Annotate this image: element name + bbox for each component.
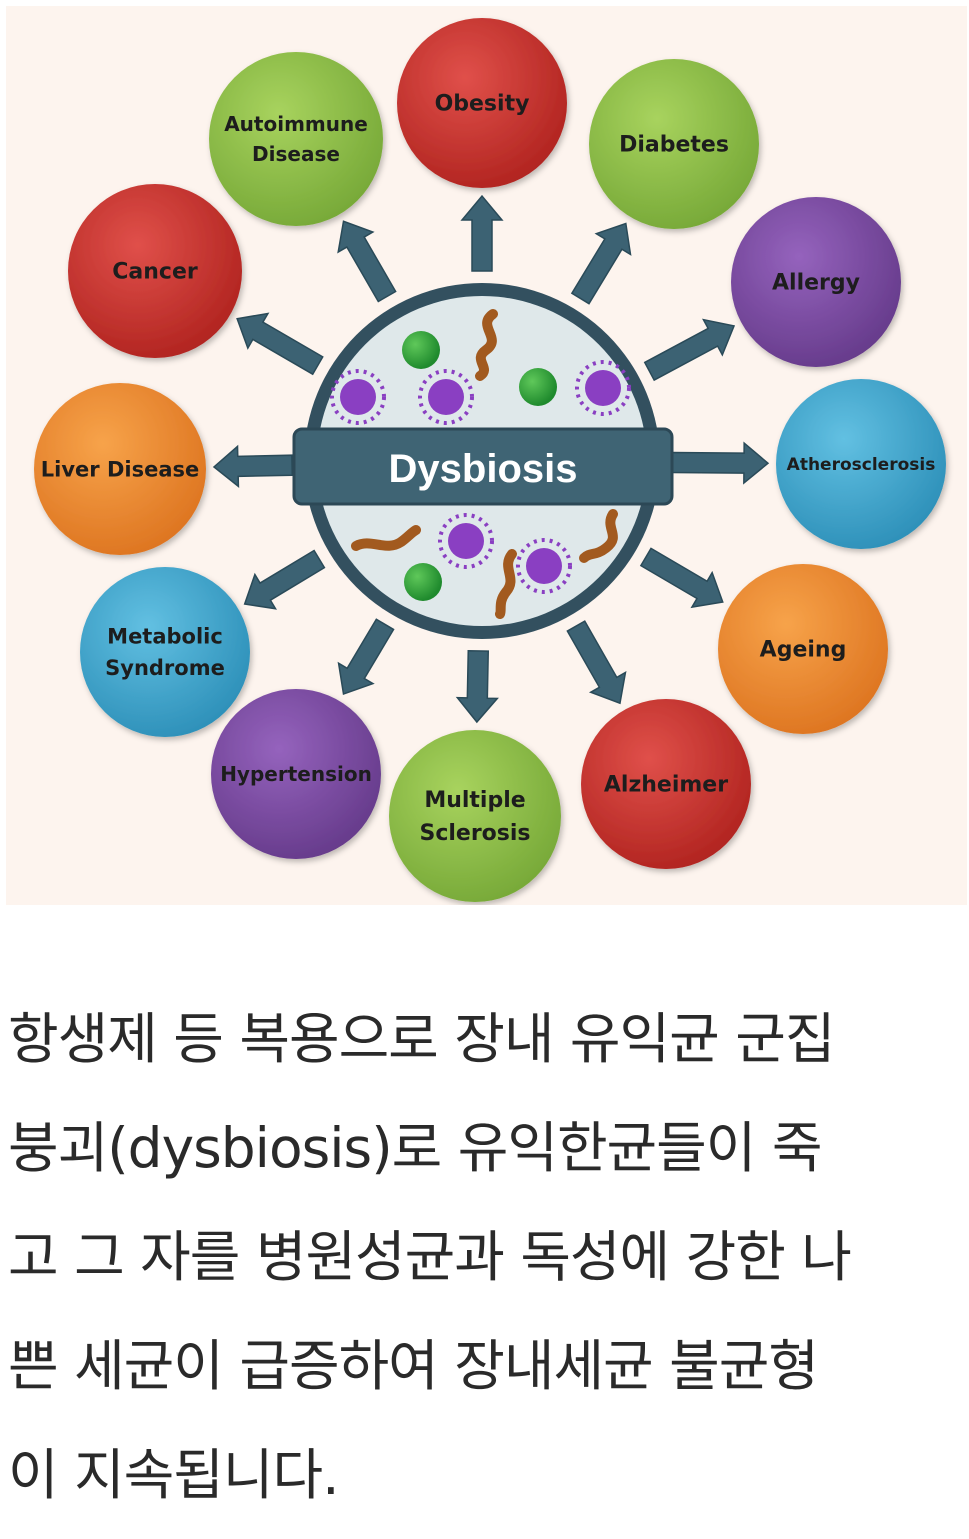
caption-paragraph: 항생제 등 복용으로 장내 유익균 군집 붕괴(dysbiosis)로 유익한균… bbox=[8, 985, 958, 1530]
bacteria-dot bbox=[402, 331, 440, 369]
arrow-to-multiple-sclerosis bbox=[455, 650, 499, 724]
virus-shape bbox=[516, 538, 572, 594]
dysbiosis-hub: Dysbiosis bbox=[292, 283, 674, 639]
bubble-label: Obesity bbox=[435, 92, 530, 117]
bubble-cancer: Cancer bbox=[68, 184, 242, 358]
bubble-obesity: Obesity bbox=[397, 18, 567, 188]
arrow-to-autoimmune-disease bbox=[337, 220, 397, 303]
bubble-circle bbox=[731, 197, 901, 367]
hub-band bbox=[292, 427, 674, 506]
bubble-circle bbox=[589, 59, 759, 229]
diagram-canvas: Dysbiosis ObesityDiabetesAllergyAtherosc… bbox=[34, 18, 946, 902]
bubble-label: Hypertension bbox=[220, 762, 372, 786]
bubble-circle bbox=[34, 383, 206, 555]
bubble-circle bbox=[209, 52, 383, 226]
bubble-label: Allergy bbox=[772, 271, 860, 296]
virus-shape bbox=[418, 369, 474, 425]
bubble-circle bbox=[718, 564, 888, 734]
arrow-to-hypertension bbox=[337, 618, 395, 696]
bubble-liver-disease: Liver Disease bbox=[34, 383, 206, 555]
bubble-label: Alzheimer bbox=[604, 773, 728, 798]
bubble-circle bbox=[581, 699, 751, 869]
arrow-group bbox=[212, 194, 770, 724]
bubble-allergy: Allergy bbox=[731, 197, 901, 367]
caption-line: 고 그 자를 병원성균과 독성에 강한 나 bbox=[8, 1225, 852, 1289]
bubble-label: Liver Disease bbox=[41, 457, 199, 481]
arrow-to-alzheimer bbox=[566, 620, 627, 705]
bubble-circle bbox=[776, 379, 946, 549]
bubble-label: Autoimmune bbox=[224, 112, 368, 136]
bubble-label: Syndrome bbox=[105, 656, 225, 680]
bubble-alzheimer: Alzheimer bbox=[581, 699, 751, 869]
bubble-label: Atherosclerosis bbox=[787, 455, 936, 475]
bubble-label: Disease bbox=[252, 142, 340, 166]
arrow-to-metabolic-syndrome bbox=[243, 549, 326, 610]
bubble-diabetes: Diabetes bbox=[589, 59, 759, 229]
arrow-to-obesity bbox=[460, 194, 504, 272]
hub-title: Dysbiosis bbox=[389, 447, 578, 491]
bubble-label: Multiple bbox=[424, 788, 525, 813]
bubble-circle bbox=[397, 18, 567, 188]
arrow-to-diabetes bbox=[570, 222, 632, 305]
virus-shape bbox=[438, 513, 494, 569]
bacillus-shape bbox=[475, 309, 498, 381]
arrow-to-ageing bbox=[639, 547, 724, 609]
bubble-circle bbox=[389, 730, 561, 902]
bacillus-shape bbox=[579, 509, 618, 563]
bubble-label: Ageing bbox=[760, 638, 847, 663]
bubble-circle bbox=[211, 689, 381, 859]
bacteria-dot bbox=[519, 368, 557, 406]
arrow-to-atherosclerosis bbox=[671, 441, 770, 485]
bacteria-dot bbox=[404, 563, 442, 601]
caption-line: 항생제 등 복용으로 장내 유익균 군집 bbox=[8, 1007, 835, 1071]
caption-line: 이 지속됩니다. bbox=[8, 1443, 340, 1507]
bubble-label: Sclerosis bbox=[419, 821, 530, 846]
caption-line: 붕괴(dysbiosis)로 유익한균들이 죽 bbox=[8, 1116, 822, 1180]
bubble-circle bbox=[68, 184, 242, 358]
bubble-label: Diabetes bbox=[619, 133, 729, 158]
bubble-label: Cancer bbox=[112, 260, 198, 285]
bubble-label: Metabolic bbox=[107, 625, 223, 649]
arrow-to-allergy bbox=[643, 318, 736, 382]
virus-shape bbox=[575, 360, 631, 416]
arrow-to-liver-disease bbox=[212, 444, 294, 488]
virus-shape bbox=[330, 369, 386, 425]
bubble-atherosclerosis: Atherosclerosis bbox=[776, 379, 946, 549]
bubble-group: ObesityDiabetesAllergyAtherosclerosisAge… bbox=[34, 18, 946, 902]
arrow-to-cancer bbox=[236, 312, 324, 376]
bubble-hypertension: Hypertension bbox=[211, 689, 381, 859]
bacillus-shape bbox=[351, 525, 421, 551]
caption-line: 쁜 세균이 급증하여 장내세균 불균형 bbox=[8, 1334, 819, 1398]
bubble-circle bbox=[80, 567, 250, 737]
bubble-ageing: Ageing bbox=[718, 564, 888, 734]
bacillus-shape bbox=[495, 549, 517, 619]
